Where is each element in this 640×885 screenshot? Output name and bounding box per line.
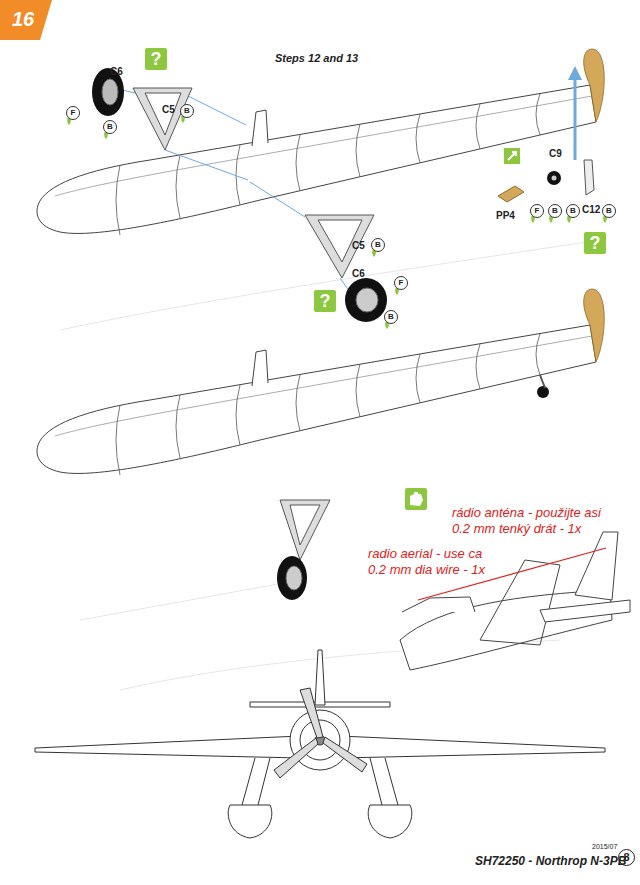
note-text: radio aerial - use ca 0.2 mm dia wire - … bbox=[368, 546, 486, 577]
note-text: rádio anténa - použijte asi 0.2 mm tenký… bbox=[452, 505, 602, 536]
paint-marker: F bbox=[394, 276, 408, 290]
page-number: 8 bbox=[618, 849, 635, 866]
callout-number: C5 bbox=[162, 104, 175, 115]
paint-marker: B bbox=[384, 310, 398, 324]
paint-marker: B bbox=[566, 204, 580, 218]
step-number: 16 bbox=[12, 8, 34, 31]
callout-number: C6 bbox=[352, 268, 365, 279]
callout-number: C12 bbox=[582, 204, 600, 215]
option-icon: ? bbox=[314, 290, 336, 312]
paint-marker: F bbox=[66, 106, 80, 120]
option-icon: ? bbox=[145, 48, 167, 70]
paint-marker: B bbox=[371, 238, 385, 252]
paint-marker: B bbox=[103, 120, 117, 134]
paint-marker: F bbox=[530, 204, 544, 218]
callout-number: C6 bbox=[110, 66, 123, 77]
callout-number: C9 bbox=[549, 148, 562, 159]
callout-number: C5 bbox=[352, 240, 365, 251]
paint-marker: B bbox=[602, 204, 616, 218]
option-icon: ? bbox=[584, 232, 606, 254]
callout-number: PP4 bbox=[496, 210, 515, 221]
footer-title: SH72250 - Northrop N-3PB bbox=[475, 854, 626, 868]
footer-date: 2015/07 bbox=[592, 843, 617, 850]
paint-marker: B bbox=[548, 204, 562, 218]
step-title: Steps 12 and 13 bbox=[275, 52, 358, 64]
paint-marker: B bbox=[180, 104, 194, 118]
